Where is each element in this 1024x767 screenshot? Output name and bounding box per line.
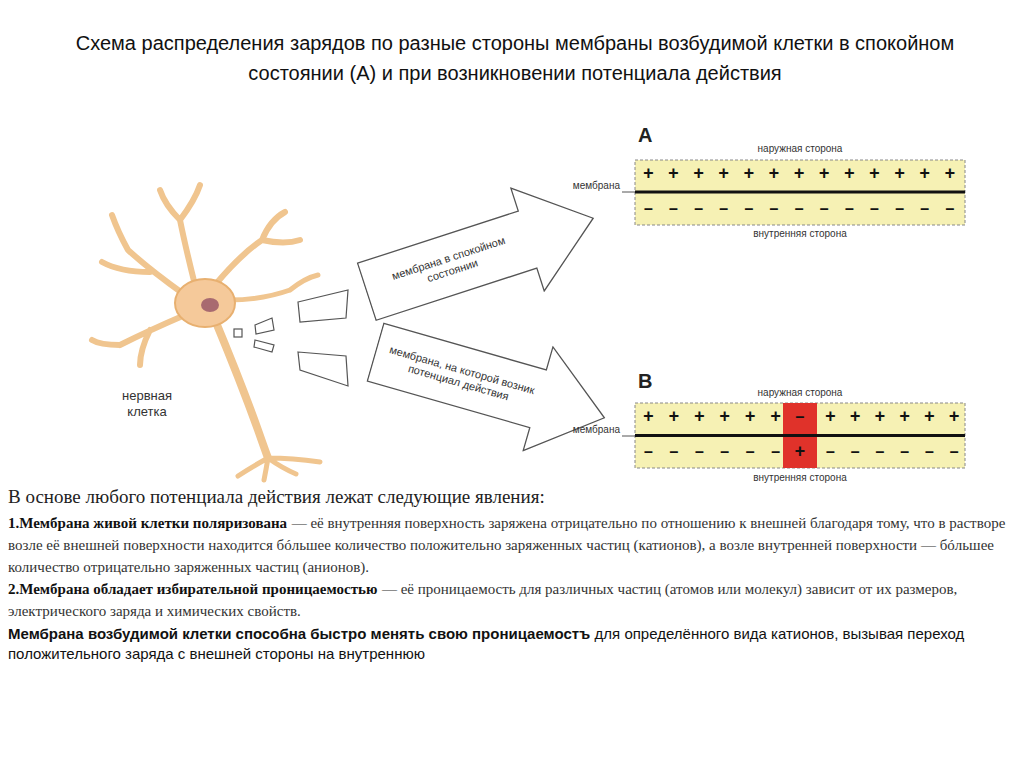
- slide-title: Схема распределения зарядов по разные ст…: [40, 28, 990, 88]
- charge-row: – – – – – – – – – – – – –: [643, 198, 957, 220]
- arrow-outline: [350, 167, 610, 343]
- paragraph: Мембрана возбудимой клетки способна быст…: [8, 624, 1016, 664]
- side-label: наружная сторона: [700, 387, 900, 398]
- arrow-text: мембрана в спокойном состоянии: [367, 214, 534, 314]
- membrane-line: [783, 434, 817, 437]
- paragraph: 1.Мембрана живой клетки поляризована— её…: [8, 512, 1016, 578]
- block-arrow: мембрана, на которой возник потенциал де…: [359, 299, 620, 471]
- membrane-band: + + + + + ++ + + + + +– – – – – –– – – –…: [635, 403, 965, 468]
- charge-sign: –: [783, 406, 817, 428]
- bold-term: 2.Мембрана обладает избирательной прониц…: [8, 581, 377, 597]
- part-name: мембрана: [560, 180, 620, 191]
- arrow-text: мембрана, на которой возник потенциал де…: [377, 329, 544, 424]
- cell-label: нервная клетка: [112, 388, 182, 420]
- panel-letter: В: [638, 370, 652, 393]
- zoom-marker: [234, 290, 348, 386]
- nerve-cell: [92, 185, 320, 480]
- intro-line: В основе любого потенциала действия лежа…: [8, 484, 1016, 510]
- side-label: наружная сторона: [700, 143, 900, 154]
- charge-row: + + + + + +: [643, 406, 783, 428]
- side-label: внутренняя сторона: [700, 472, 900, 483]
- text-block: В основе любого потенциала действия лежа…: [8, 484, 1016, 664]
- side-label: внутренняя сторона: [700, 228, 900, 239]
- membrane-band: + + + + + + + + + + + + + – – – – – – – –…: [635, 160, 965, 225]
- arrow-outline: [361, 300, 620, 469]
- paragraph: 2.Мембрана обладает избирательной прониц…: [8, 578, 1016, 622]
- membrane-panel-a: [622, 160, 965, 225]
- charge-row: – – – – – –: [643, 441, 783, 463]
- membrane-panel-b: [622, 403, 965, 468]
- depolarized-segment: –+: [783, 403, 817, 468]
- charge-row: – – – – – –: [825, 441, 961, 463]
- block-arrow: мембрана в спокойном состоянии: [349, 166, 611, 345]
- charge-row: + + + + + +: [825, 406, 961, 428]
- part-name: мембрана: [560, 424, 620, 435]
- panel-letter: А: [638, 124, 652, 147]
- charge-sign: +: [783, 441, 817, 463]
- bold-term: Мембрана возбудимой клетки способна быст…: [8, 625, 590, 642]
- bold-term: 1.Мембрана живой клетки поляризована: [8, 515, 287, 531]
- charge-row: + + + + + + + + + + + + +: [643, 163, 957, 185]
